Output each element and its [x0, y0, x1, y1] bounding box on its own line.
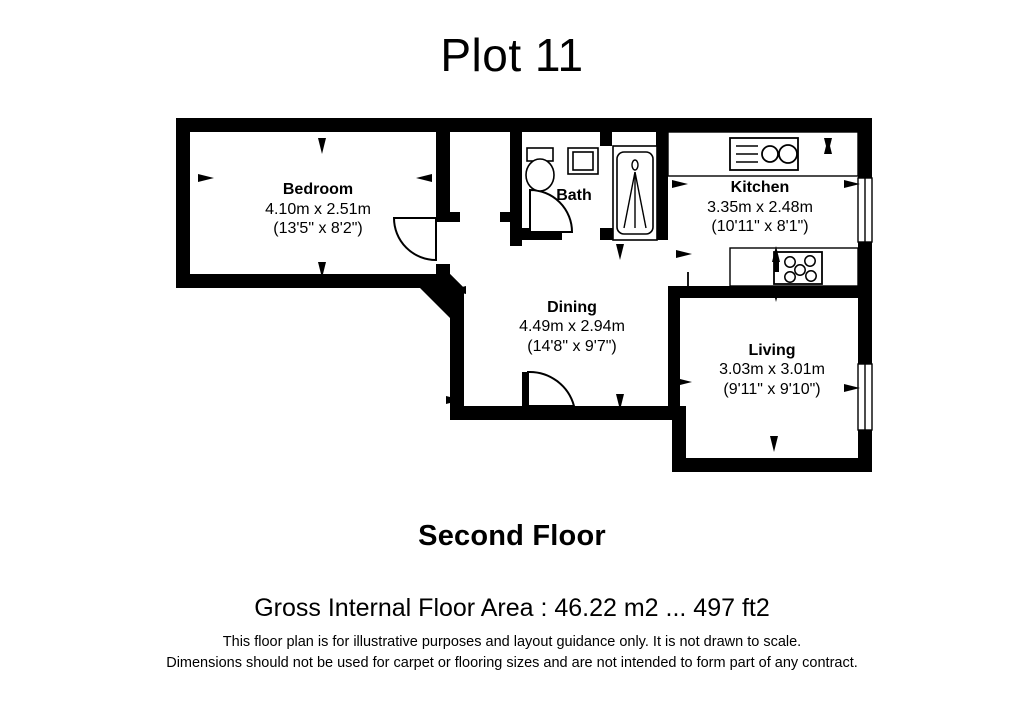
window-kitchen [857, 177, 873, 243]
room-dim-imperial-bedroom: (13'5" x 8'2") [273, 220, 363, 237]
room-dim-metric-dining: 4.49m x 2.94m [519, 318, 625, 335]
room-dim-imperial-living: (9'11" x 9'10") [723, 381, 820, 398]
room-dim-imperial-kitchen: (10'11" x 8'1") [711, 218, 808, 235]
room-dim-metric-living: 3.03m x 3.01m [719, 361, 825, 378]
bath-shower-icon [612, 145, 658, 241]
room-label-dining: Dining 4.49m x 2.94m (14'8" x 9'7") [519, 299, 625, 355]
room-label-kitchen: Kitchen 3.35m x 2.48m (10'11" x 8'1") [707, 179, 813, 235]
room-dim-metric-kitchen: 3.35m x 2.48m [707, 199, 813, 216]
door-bedroom [392, 217, 437, 262]
toilet-icon [525, 147, 555, 192]
hob-icon [773, 251, 823, 285]
room-label-living: Living 3.03m x 3.01m (9'11" x 9'10") [719, 342, 825, 398]
washbasin-icon [567, 147, 599, 175]
door-entrance [527, 370, 576, 407]
door-group [392, 188, 576, 407]
kitchen-sink-icon [729, 137, 799, 171]
room-name-living: Living [748, 342, 795, 359]
floor-label: Second Floor [418, 520, 606, 552]
gross-internal-area-label: Gross Internal Floor Area : 46.22 m2 ...… [254, 594, 770, 622]
room-name-bedroom: Bedroom [283, 181, 353, 198]
room-dim-metric-bedroom: 4.10m x 2.51m [265, 201, 371, 218]
direction-arrow-group [198, 138, 860, 452]
room-dim-imperial-dining: (14'8" x 9'7") [527, 338, 617, 355]
window-group [857, 177, 873, 431]
window-living [857, 363, 873, 431]
room-label-bath: Bath [556, 187, 592, 204]
wall-outline [176, 118, 872, 472]
disclaimer: This floor plan is for illustrative purp… [0, 632, 1024, 674]
disclaimer-line-2: Dimensions should not be used for carpet… [166, 655, 858, 672]
disclaimer-line-1: This floor plan is for illustrative purp… [222, 634, 802, 650]
room-name-dining: Dining [547, 299, 597, 316]
room-label-bedroom: Bedroom 4.10m x 2.51m (13'5" x 8'2") [265, 181, 371, 237]
room-name-kitchen: Kitchen [731, 179, 790, 196]
room-name-bath: Bath [556, 187, 592, 204]
page-title: Plot 11 [440, 29, 584, 81]
